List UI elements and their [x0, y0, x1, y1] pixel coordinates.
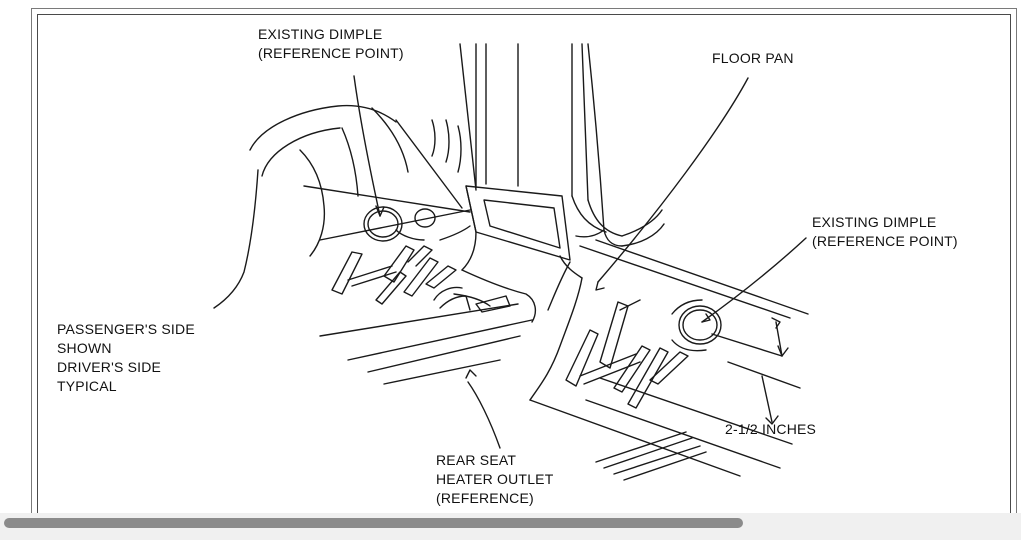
label-dimple-right-line2: (REFERENCE POINT) — [812, 233, 958, 249]
right-dimple-marks — [671, 299, 722, 352]
seat-contours — [213, 43, 477, 309]
label-side-note-line4: TYPICAL — [57, 378, 117, 394]
vent-slats — [595, 431, 707, 481]
diagram-inner-border — [37, 14, 1011, 517]
diagram-frame — [31, 8, 1017, 517]
left-floor-ribs — [331, 245, 511, 313]
center-console — [475, 43, 665, 247]
label-heater-outlet-line2: HEATER OUTLET — [436, 471, 554, 487]
right-floor-ribs — [565, 299, 689, 409]
leader-lines — [353, 75, 807, 449]
tunnel-bracket — [465, 185, 571, 261]
label-side-note-line1: PASSENGER'S SIDE — [57, 321, 195, 337]
label-dimension: 2-1/2 INCHES — [725, 421, 817, 437]
horizontal-scrollbar[interactable] — [0, 513, 1021, 540]
floor-surface — [303, 185, 809, 477]
label-dimple-right-line1: EXISTING DIMPLE — [812, 214, 937, 230]
label-heater-outlet-line1: REAR SEAT — [436, 452, 517, 468]
label-dimple-left-line2: (REFERENCE POINT) — [258, 45, 404, 61]
dimension-lines — [711, 317, 801, 425]
label-floor-pan: FLOOR PAN — [712, 50, 794, 66]
label-dimple-left-line1: EXISTING DIMPLE — [258, 26, 383, 42]
scrollbar-thumb[interactable] — [4, 518, 743, 528]
label-side-note-line2: SHOWN — [57, 340, 112, 356]
floor-pan-illustration — [213, 43, 809, 481]
label-side-note-line3: DRIVER'S SIDE — [57, 359, 162, 375]
label-heater-outlet-line3: (REFERENCE) — [436, 490, 534, 506]
left-dimple-marks — [363, 206, 436, 242]
